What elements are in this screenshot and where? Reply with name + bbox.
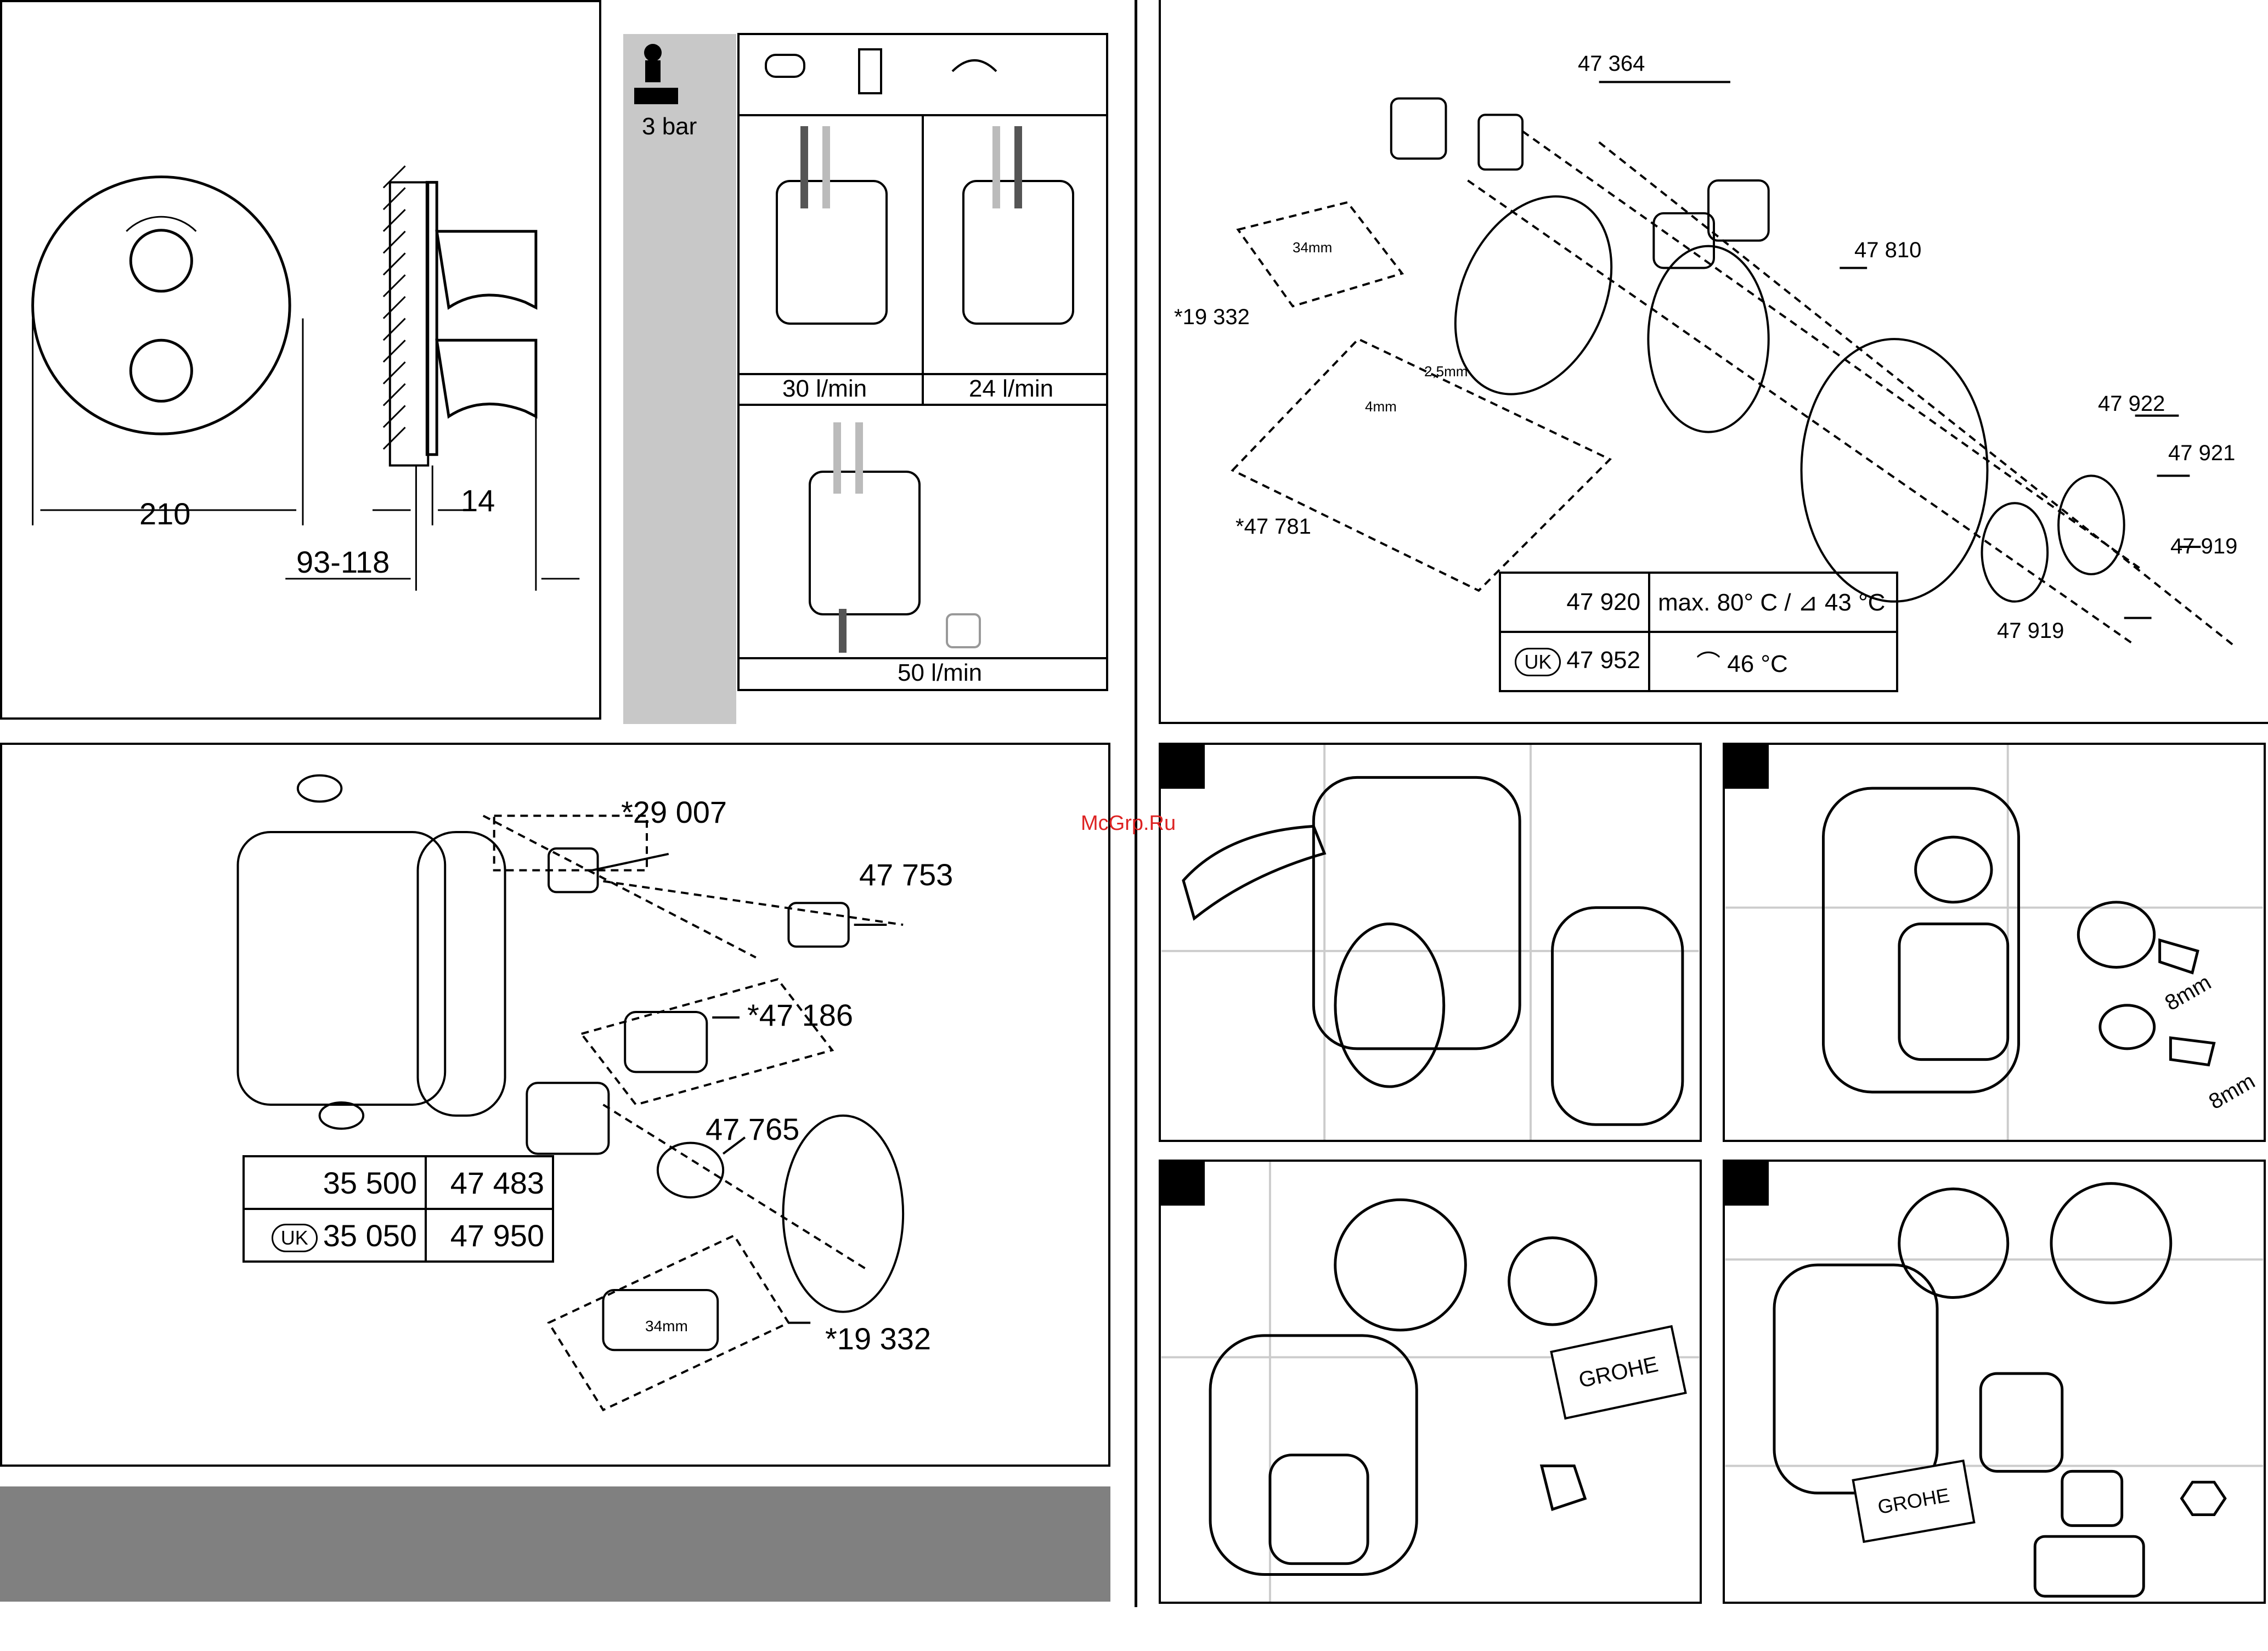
step-panel-2: 8mm 8mm — [1723, 743, 2266, 1142]
step-4-drawing — [1725, 1162, 2264, 1602]
body-table-b2: 47 950 — [426, 1209, 553, 1262]
watermark: McGrp.Ru — [1081, 812, 1176, 835]
trim-table-temp-2: 46 °C — [1727, 651, 1788, 677]
part-47921: 47 921 — [2168, 441, 2235, 466]
offset-label: 14 — [461, 483, 495, 518]
uk-badge-body: UK — [272, 1224, 318, 1252]
part-47753: 47 753 — [859, 857, 953, 892]
part-29007: *29 007 — [621, 794, 727, 830]
dimensions-drawing — [2, 2, 599, 717]
trim-table-desc: max. 80° C / — [1658, 589, 1791, 616]
part-47922: 47 922 — [2098, 392, 2165, 416]
stop-ring-icon: ⌒ — [1696, 651, 1720, 677]
body-parts-drawing — [2, 745, 1108, 1465]
body-table-a1: 35 500 — [244, 1156, 426, 1209]
flow-drawing — [623, 0, 1110, 724]
footer-gray-bar — [0, 1486, 1110, 1602]
step-panel-1 — [1159, 743, 1702, 1142]
step-1-drawing — [1161, 745, 1700, 1140]
tool-2-5mm: 2,5mm — [1424, 363, 1468, 380]
tool-34mm-body: 34mm — [645, 1318, 688, 1335]
depth-range-label: 93-118 — [296, 544, 390, 580]
step-panel-4: GROHE — [1723, 1160, 2266, 1604]
body-parts-panel: *29 007 47 753 *47 186 47 765 *19 332 34… — [0, 743, 1110, 1467]
flow-rate-2: 24 l/min — [969, 375, 1053, 403]
step-panel-3: GROHE — [1159, 1160, 1702, 1604]
tool-4mm: 4mm — [1365, 398, 1397, 415]
part-47765: 47 765 — [706, 1111, 799, 1147]
center-divider — [1135, 0, 1137, 1607]
trim-table-temp-1: 43 °C — [1825, 589, 1886, 616]
part-19332-body: *19 332 — [825, 1321, 931, 1356]
flow-panel: 3 bar 30 l/min 24 l/min 50 l/min — [623, 0, 1110, 724]
trim-parts-panel: 47 364 *19 332 47 810 47 922 47 921 47 9… — [1159, 0, 2268, 724]
dimensions-panel: 210 93-118 14 — [0, 0, 601, 720]
width-label: 210 — [139, 496, 190, 532]
part-47781: *47 781 — [1235, 514, 1311, 539]
part-47186: *47 186 — [747, 997, 853, 1033]
part-19332-top: *19 332 — [1174, 305, 1250, 330]
body-table-b1: 47 483 — [426, 1156, 553, 1209]
tool-34mm-top: 34mm — [1293, 239, 1332, 256]
flow-rate-3: 50 l/min — [898, 659, 982, 687]
step-2-drawing — [1725, 745, 2264, 1140]
part-47364: 47 364 — [1578, 52, 1645, 76]
trim-table-code-1: 47 920 — [1500, 573, 1649, 632]
clip-icon: ⊿ — [1798, 589, 1818, 616]
part-47810: 47 810 — [1854, 238, 1921, 263]
part-47919-a: 47 919 — [2170, 534, 2237, 559]
uk-badge-top: UK — [1515, 648, 1561, 676]
pressure-label: 3 bar — [642, 113, 697, 140]
flow-rate-1: 30 l/min — [782, 375, 867, 403]
part-47919-b: 47 919 — [1997, 619, 2064, 643]
